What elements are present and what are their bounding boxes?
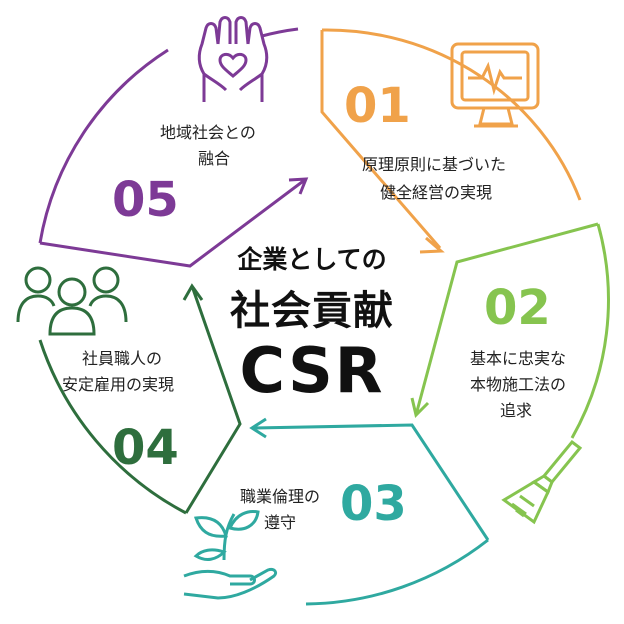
segment-02-arc [570, 223, 610, 439]
segment-02-arrow [410, 222, 599, 418]
segment-05-number: 05 [112, 172, 179, 228]
segment-02-text-line2: 本物施工法の [470, 375, 567, 394]
segment-01-number: 01 [344, 78, 411, 134]
segment-05-text-line2: 融合 [198, 149, 231, 168]
segment-01-arrow [320, 30, 445, 254]
segment-05-arrow [39, 177, 309, 268]
segment-01-text-line1: 原理原則に基づいた [362, 155, 507, 174]
segment-01-arc [321, 28, 582, 201]
hand-with-sprout-icon [183, 510, 278, 600]
center-subtitle: 企業としての [237, 245, 387, 274]
segment-03-text-line2: 遵守 [264, 513, 297, 532]
monitor-heartbeat-icon [450, 42, 540, 128]
segment-04-text-line1: 社員職人の [82, 349, 163, 368]
segment-03-arc [305, 538, 489, 606]
segment-03-text-line1: 職業倫理の [240, 487, 321, 506]
segment-04-number: 04 [112, 420, 179, 476]
segment-01-text-line2: 健全経営の実現 [380, 183, 493, 202]
center-csr: CSR [239, 334, 385, 407]
segment-04-arrow [182, 283, 242, 514]
segment-03-arrow [249, 417, 490, 541]
segment-05-text-line1: 地域社会との [160, 123, 256, 142]
segment-04-arc [38, 339, 187, 515]
center-title: 社会貢献 [230, 288, 394, 334]
segment-05-arc [38, 48, 169, 244]
paint-brush-icon [501, 439, 583, 525]
hands-with-heart-icon [197, 16, 269, 102]
segment-02-number: 02 [484, 280, 551, 336]
segment-02-text-line1: 基本に忠実な [470, 349, 567, 368]
segment-03-number: 03 [340, 476, 407, 532]
segment-04-text-line2: 安定雇用の実現 [62, 375, 175, 394]
segment-02-text-line3: 追求 [500, 401, 533, 420]
people-group-icon [16, 266, 128, 336]
